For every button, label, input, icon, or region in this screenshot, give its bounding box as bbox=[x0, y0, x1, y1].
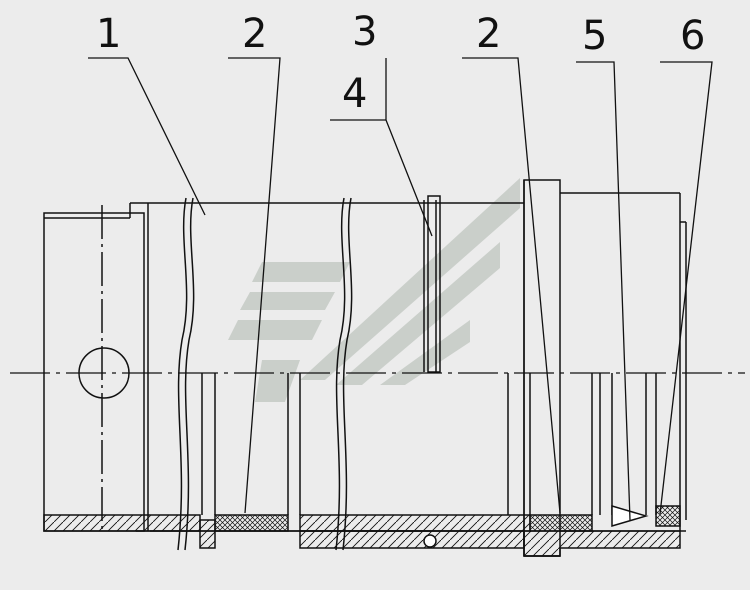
left-end-cap bbox=[43, 202, 148, 532]
leader-2b bbox=[462, 57, 561, 514]
callout-5: 5 bbox=[582, 13, 608, 59]
callout-3: 3 bbox=[352, 9, 378, 55]
break-lines bbox=[177, 197, 353, 551]
leader-lines bbox=[88, 57, 713, 521]
callout-1: 1 bbox=[96, 11, 122, 57]
callout-2-right: 2 bbox=[476, 11, 502, 57]
callout-6: 6 bbox=[680, 13, 706, 59]
section-hatch bbox=[43, 504, 681, 557]
leader-2a bbox=[228, 57, 281, 514]
watermark-logo bbox=[228, 178, 520, 402]
callout-4: 4 bbox=[342, 71, 368, 117]
bushing-right bbox=[507, 373, 593, 515]
bushing-left bbox=[201, 373, 301, 515]
seal-group bbox=[599, 373, 657, 515]
leader-6 bbox=[659, 61, 713, 515]
leader-5 bbox=[576, 61, 631, 521]
leader-3 bbox=[385, 58, 433, 237]
retaining-ring bbox=[423, 195, 441, 373]
leader-1 bbox=[88, 57, 206, 216]
callout-2-left: 2 bbox=[242, 11, 268, 57]
